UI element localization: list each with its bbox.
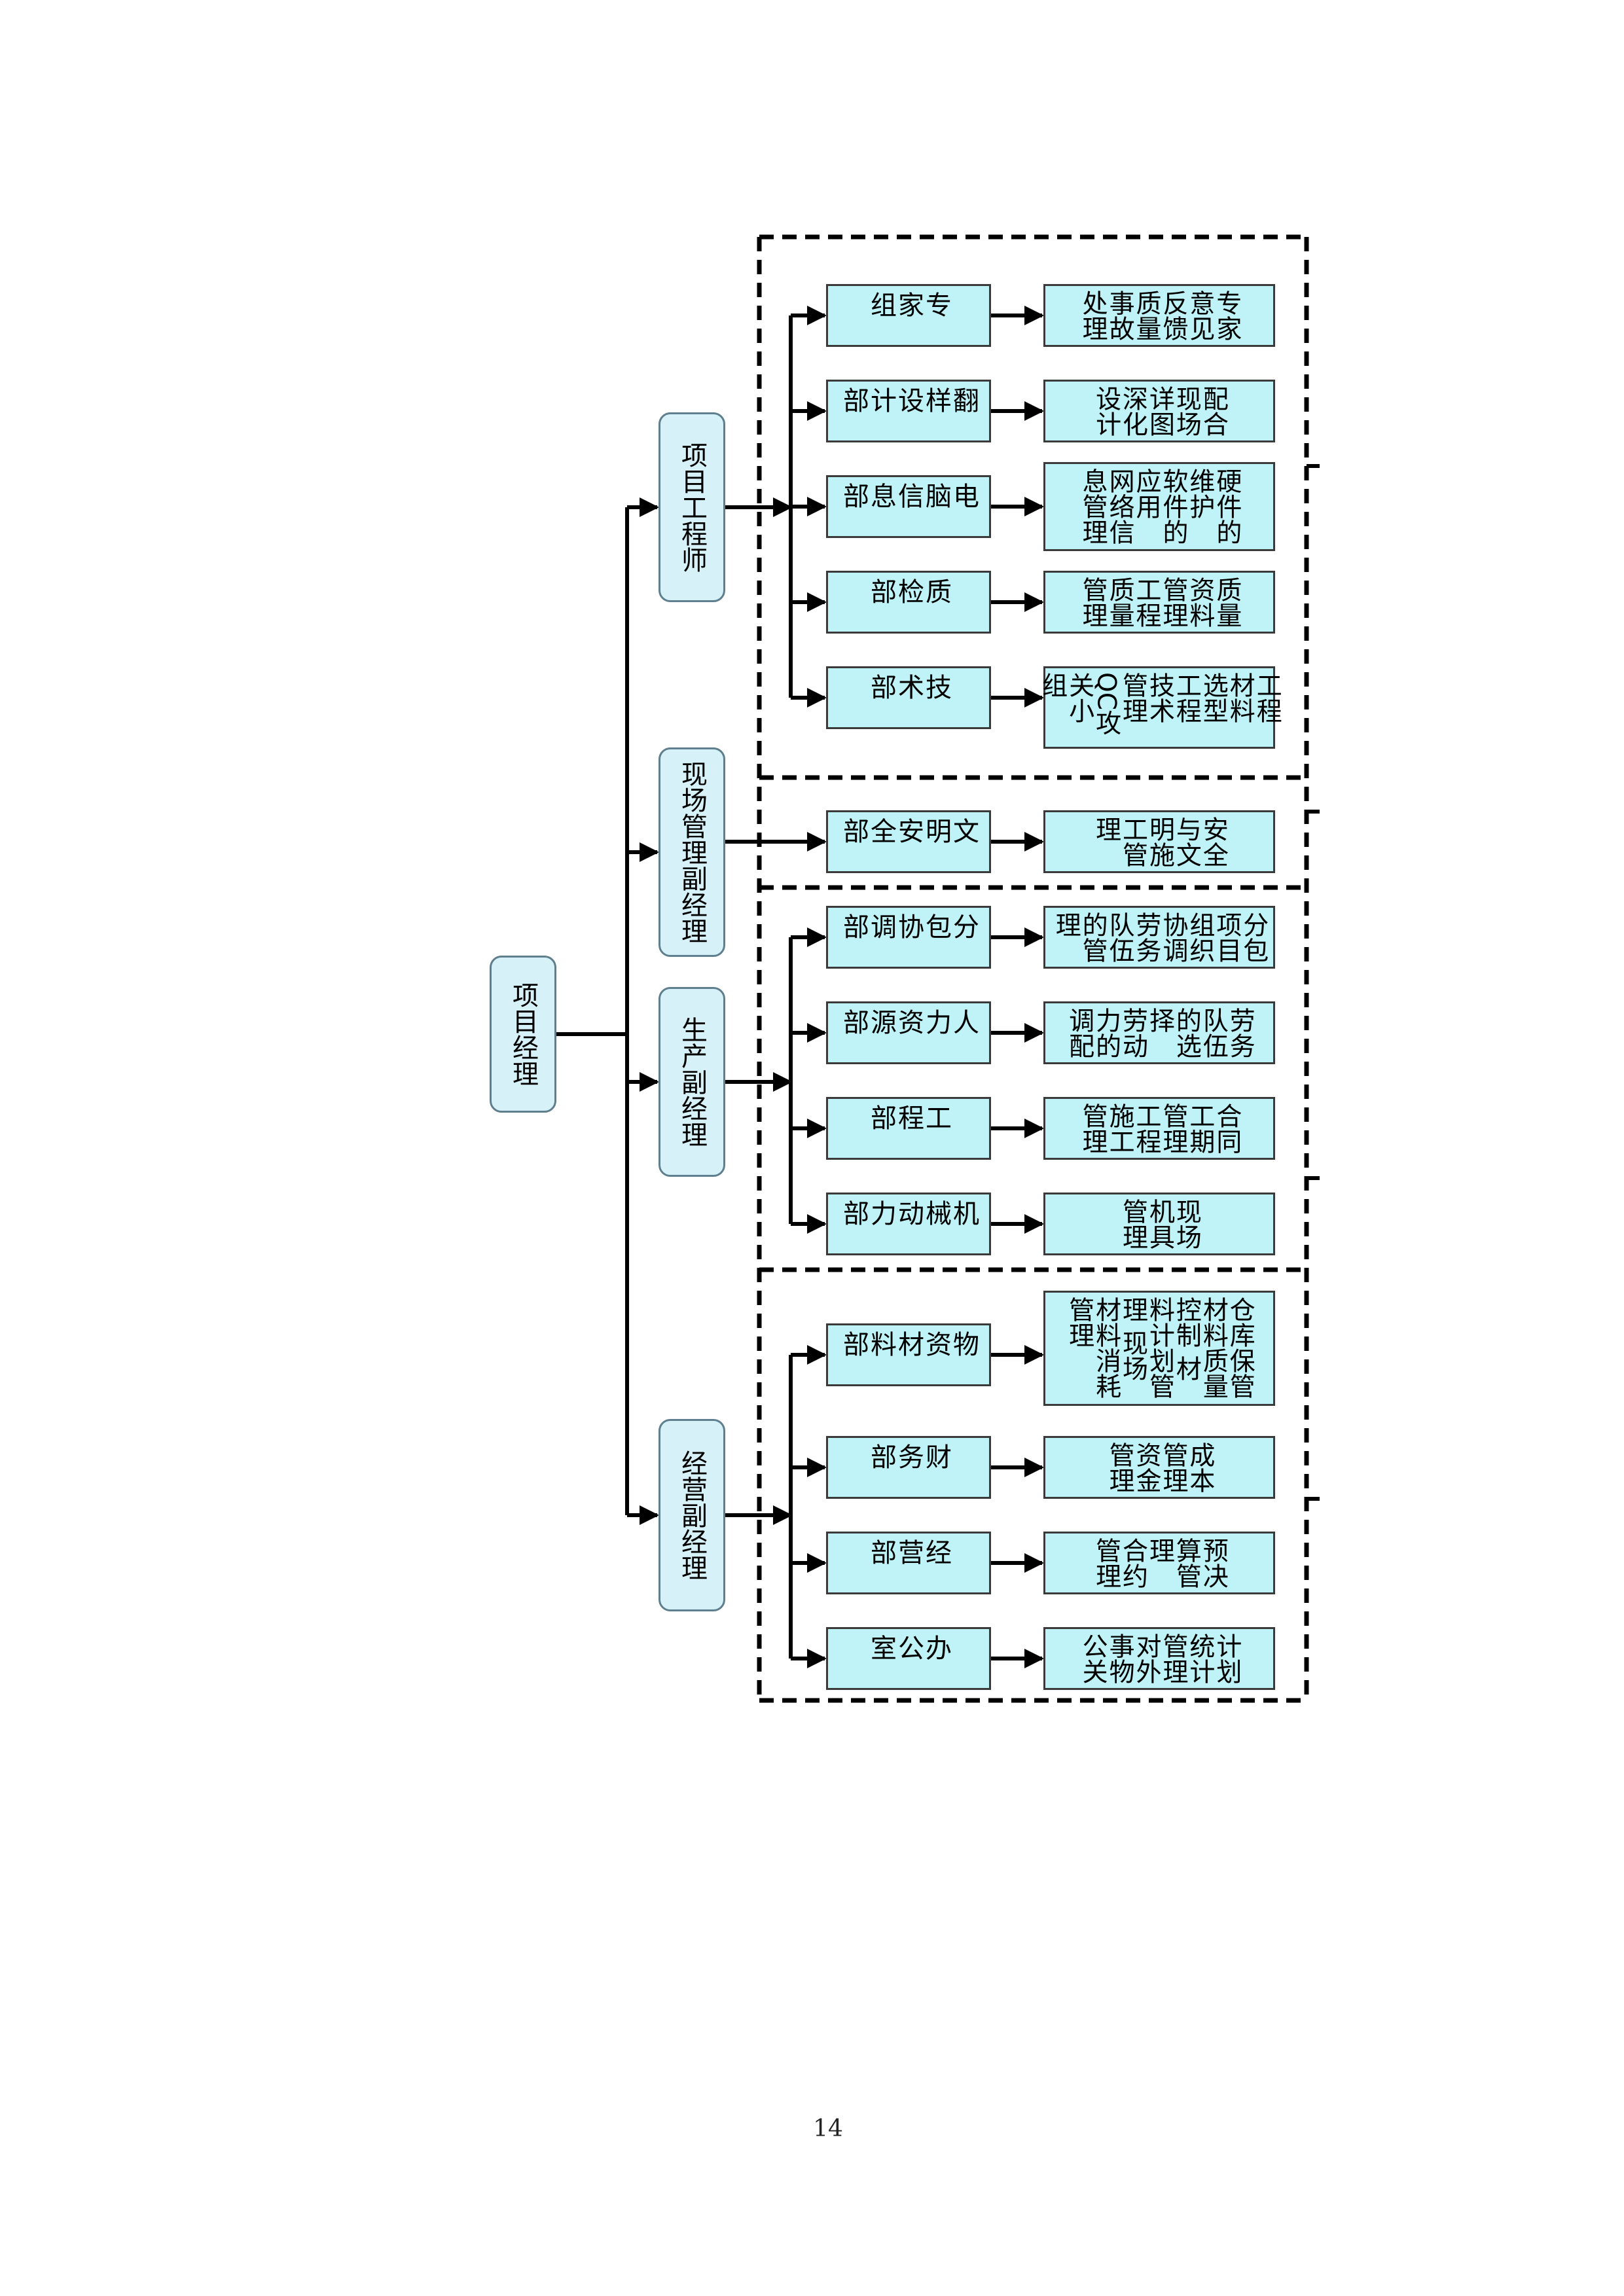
connector-lines	[556, 306, 1320, 1668]
dept-business-label: 经营部	[866, 1539, 951, 1565]
dept-technical-duty-label: 工程材料选型 工程技术管理 QC攻关小组	[1038, 672, 1282, 736]
manager-site-deputy-label: 现场管理副经理	[677, 761, 707, 944]
dept-computer-info: 电脑信息部	[826, 475, 991, 538]
dept-human-resources-duty-label: 劳务队伍的选择 劳动力的调配	[1064, 1007, 1255, 1058]
dept-human-resources: 人力资源部	[826, 1001, 991, 1064]
page-number: 14	[813, 2115, 843, 2142]
dept-subcontract-coordination-duty-label: 分包项目组织协调 劳务队伍的管理	[1051, 912, 1269, 963]
dept-office-label: 办公室	[866, 1634, 951, 1660]
dept-human-resources-duty: 劳务队伍的选择 劳动力的调配	[1043, 1001, 1275, 1064]
dept-finance-label: 财务部	[866, 1443, 951, 1469]
dept-machinery-power-duty: 现场机具管理	[1043, 1193, 1275, 1255]
dept-subcontract-coordination: 分包协调部	[826, 906, 991, 969]
dept-materials-duty: 仓库保管 材料质量控制 材料计划管理 现场材料消耗管理	[1043, 1291, 1275, 1406]
dept-office-duty: 计划统计管理 对外事物公关	[1043, 1627, 1275, 1690]
manager-site-deputy: 现场管理副经理	[659, 747, 725, 957]
dept-machinery-power-label: 机械动力部	[839, 1200, 979, 1226]
manager-business-deputy-label: 经营副经理	[677, 1450, 707, 1581]
dept-expert-group-label: 专家组	[866, 291, 951, 317]
dept-finance: 财务部	[826, 1436, 991, 1499]
dept-engineering-duty-label: 合同工期管理 工程施工管理	[1078, 1103, 1242, 1154]
dept-civilized-safety-duty-label: 安全与文明施工管理	[1091, 816, 1229, 867]
dept-technical: 技术部	[826, 666, 991, 729]
dept-quality-inspection-duty-label: 质量资料管理 工程质量管理	[1078, 577, 1242, 628]
dept-detailing-design-duty: 配合现场详图 深化设计	[1043, 380, 1275, 442]
dept-finance-duty: 成本管理 资金管理	[1043, 1436, 1275, 1499]
dept-civilized-safety-duty: 安全与文明施工管理	[1043, 810, 1275, 873]
dept-business-duty-label: 预决算管理 合约管理	[1091, 1537, 1229, 1588]
dept-materials-duty-label: 仓库保管 材料质量控制 材料计划管理 现场材料消耗管理	[1064, 1297, 1255, 1399]
dept-business-duty: 预决算管理 合约管理	[1043, 1532, 1275, 1594]
dept-detailing-design: 翻样设计部	[826, 380, 991, 442]
dept-business: 经营部	[826, 1532, 991, 1594]
dept-detailing-design-duty-label: 配合现场详图 深化设计	[1091, 386, 1229, 437]
dept-materials: 物资材料部	[826, 1323, 991, 1386]
manager-project-engineer: 项目工程师	[659, 412, 725, 602]
dept-subcontract-coordination-duty: 分包项目组织协调 劳务队伍的管理	[1043, 906, 1275, 969]
dept-computer-info-label: 电脑信息部	[839, 482, 979, 509]
dept-civilized-safety-label: 文明安全部	[839, 817, 979, 844]
dept-quality-inspection-label: 质检部	[866, 578, 951, 604]
dept-expert-group: 专家组	[826, 284, 991, 347]
dept-civilized-safety: 文明安全部	[826, 810, 991, 873]
dept-expert-group-duty-label: 专家意见反馈 质量事故处理	[1078, 290, 1242, 341]
dept-machinery-power-duty-label: 现场机具管理	[1118, 1198, 1202, 1249]
group-frames	[757, 234, 1309, 1703]
dept-machinery-power: 机械动力部	[826, 1193, 991, 1255]
dept-quality-inspection-duty: 质量资料管理 工程质量管理	[1043, 571, 1275, 634]
dept-office-duty-label: 计划统计管理 对外事物公关	[1078, 1633, 1242, 1684]
dept-finance-duty-label: 成本管理 资金管理	[1105, 1442, 1215, 1493]
manager-production-deputy-label: 生产副经理	[677, 1016, 707, 1147]
root-node-project-manager: 项目经理	[490, 956, 556, 1113]
dept-computer-info-duty-label: 硬件的维护 软件的应用 网络信息管理	[1078, 468, 1242, 545]
manager-production-deputy: 生产副经理	[659, 987, 725, 1177]
dept-quality-inspection: 质检部	[826, 571, 991, 634]
root-node-project-manager-label: 项目经理	[508, 982, 538, 1086]
dept-computer-info-duty: 硬件的维护 软件的应用 网络信息管理	[1043, 462, 1275, 551]
dept-office: 办公室	[826, 1627, 991, 1690]
manager-project-engineer-label: 项目工程师	[677, 442, 707, 573]
dept-detailing-design-label: 翻样设计部	[839, 387, 979, 413]
dept-expert-group-duty: 专家意见反馈 质量事故处理	[1043, 284, 1275, 347]
dept-technical-label: 技术部	[866, 673, 951, 700]
dept-engineering-label: 工程部	[866, 1104, 951, 1130]
dept-technical-duty: 工程材料选型 工程技术管理 QC攻关小组	[1038, 666, 1282, 749]
manager-business-deputy: 经营副经理	[659, 1419, 725, 1611]
dept-engineering-duty: 合同工期管理 工程施工管理	[1043, 1097, 1275, 1160]
dept-engineering: 工程部	[826, 1097, 991, 1160]
dept-subcontract-coordination-label: 分包协调部	[839, 913, 979, 939]
dept-human-resources-label: 人力资源部	[839, 1009, 979, 1035]
dept-materials-label: 物资材料部	[839, 1331, 979, 1357]
